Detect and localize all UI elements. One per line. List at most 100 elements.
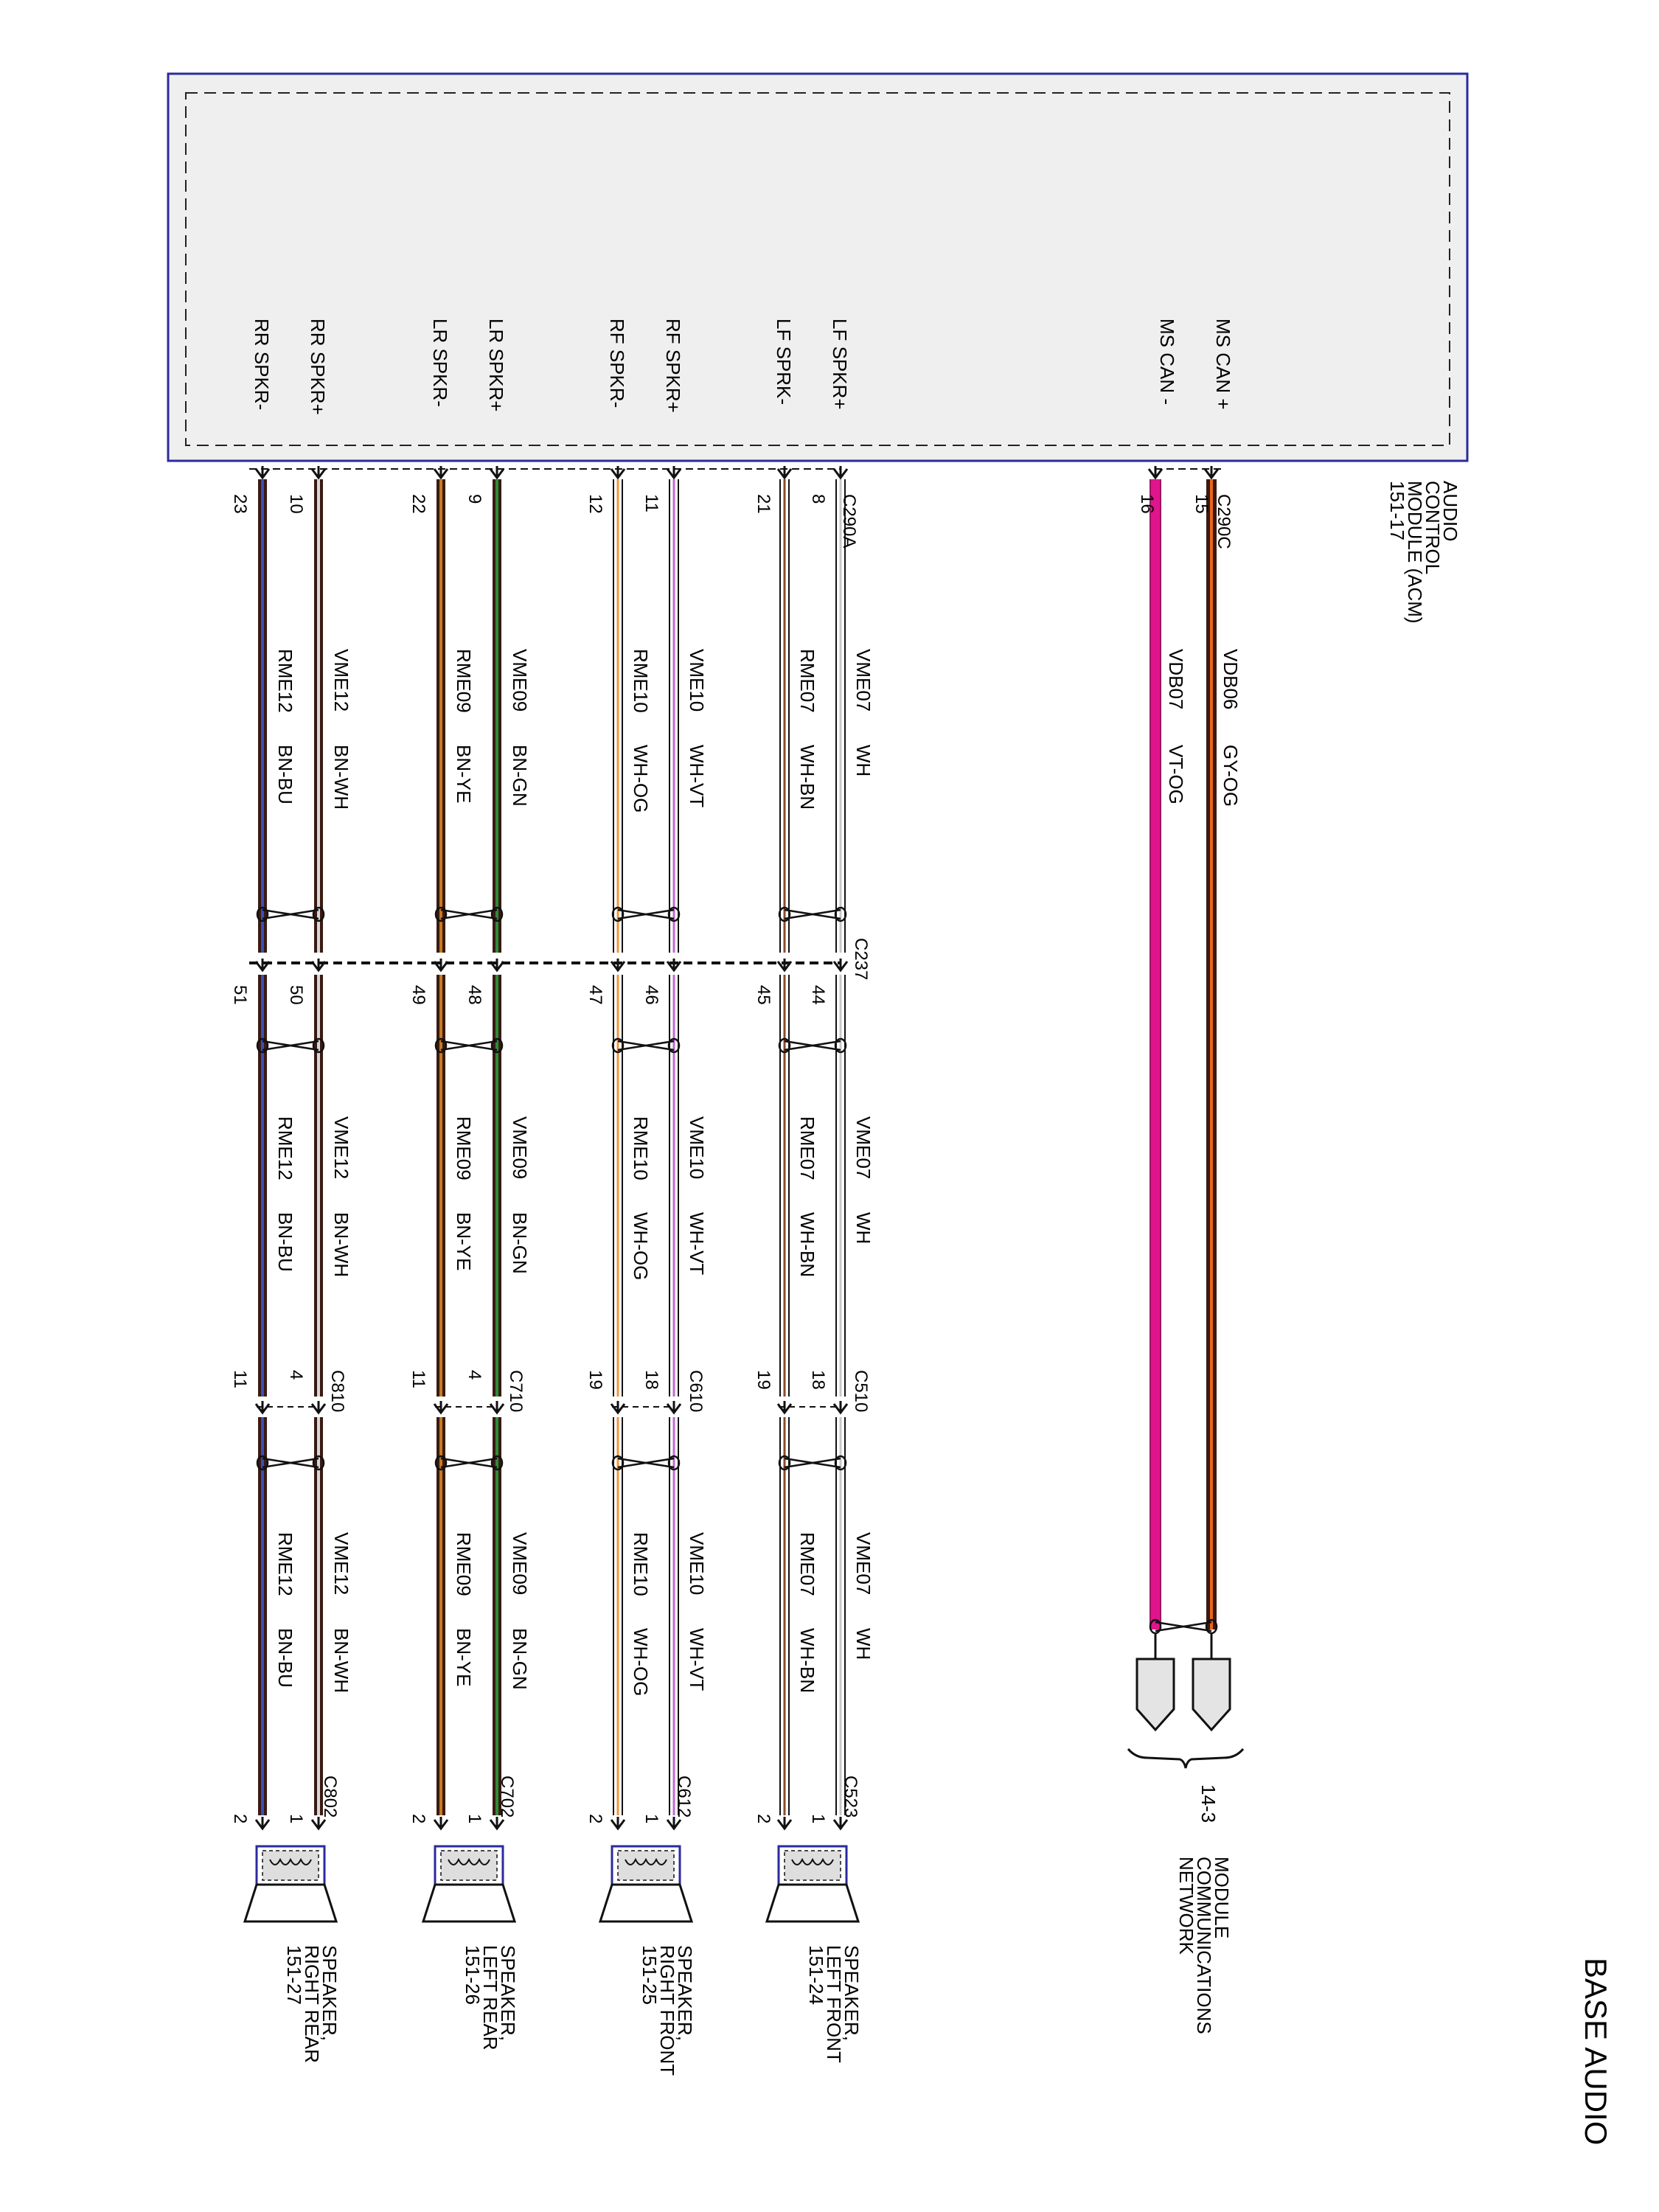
pin-label-lr-spkr-minus: LR SPKR- xyxy=(429,319,451,407)
lr-neg-color-2: BN-YE xyxy=(453,1212,475,1270)
lr-pos-circuit-1: VME09 xyxy=(509,649,531,712)
svg-text:VDB06: VDB06 xyxy=(1220,649,1242,709)
acm-pin-labels: MS CAN + MS CAN - LF SPKR+ LF SPRK- RF S… xyxy=(251,319,1234,415)
svg-text:2: 2 xyxy=(230,1814,250,1823)
svg-text:4: 4 xyxy=(286,1370,306,1380)
wires xyxy=(258,479,1217,1815)
twist-marker xyxy=(778,1037,847,1054)
svg-text:SPEAKER,: SPEAKER, xyxy=(841,1945,863,2041)
svg-text:1: 1 xyxy=(808,1814,828,1823)
pin-arrow xyxy=(254,1401,271,1415)
pin-numbers: 15 16 8 21 11 12 9 22 10 23 44 45 46 47 … xyxy=(230,494,1211,1823)
rf-neg-wire-seg-1 xyxy=(613,479,623,953)
rr-neg-wire-seg-1 xyxy=(258,479,267,953)
can-network-terminal xyxy=(1127,1658,1245,1769)
pin-arrow xyxy=(489,1817,505,1831)
lr-neg-circuit-2: RME09 xyxy=(453,1116,475,1180)
svg-text:RIGHT REAR: RIGHT REAR xyxy=(301,1945,323,2063)
lf-pos-circuit-1: VME07 xyxy=(852,649,874,712)
svg-text:48: 48 xyxy=(465,985,484,1005)
svg-text:45: 45 xyxy=(754,985,773,1005)
rr-neg-color-3: BN-BU xyxy=(274,1628,296,1688)
lr-neg-wire-seg-2 xyxy=(437,975,445,1397)
lf-pos-wire-seg-2 xyxy=(835,975,846,1397)
pin-arrow xyxy=(433,466,449,480)
svg-text:11: 11 xyxy=(408,1370,428,1388)
twist-marker xyxy=(611,1455,681,1471)
svg-text:2: 2 xyxy=(585,1814,605,1823)
svg-text:1: 1 xyxy=(286,1814,306,1823)
lf-neg-wire-seg-1 xyxy=(779,479,790,953)
twist-marker xyxy=(434,906,504,922)
rf-neg-circuit-3: RME10 xyxy=(630,1532,652,1596)
rf-pos-color-2: WH-VT xyxy=(686,1212,708,1275)
svg-text:11: 11 xyxy=(641,494,661,512)
speaker-rf xyxy=(598,1845,694,1923)
rf-pos-color-1: WH-VT xyxy=(686,745,708,807)
svg-text:23: 23 xyxy=(230,494,250,514)
svg-text:LEFT REAR: LEFT REAR xyxy=(479,1945,501,2051)
svg-text:12: 12 xyxy=(585,494,605,514)
pin-arrow xyxy=(776,1817,793,1831)
pin-arrow xyxy=(254,466,271,480)
svg-text:46: 46 xyxy=(641,985,661,1005)
can-low-wire xyxy=(1150,479,1161,1630)
pin-arrow xyxy=(776,1401,793,1415)
lf-neg-wire-seg-2 xyxy=(779,975,790,1397)
connector-c237: C237 xyxy=(851,938,871,980)
speaker-circuit-labels: VME07WHRME07WH-BNVME07WHRME07WH-BNVME07W… xyxy=(274,649,874,1696)
pin-arrow xyxy=(832,1401,849,1415)
svg-text:50: 50 xyxy=(286,985,306,1005)
lr-pos-color-3: BN-GN xyxy=(509,1628,531,1690)
lf-pos-color-3: WH xyxy=(852,1628,874,1660)
lf-neg-circuit-2: RME07 xyxy=(796,1116,818,1180)
lr-pos-color-1: BN-GN xyxy=(509,745,531,807)
lr-neg-circuit-3: RME09 xyxy=(453,1532,475,1596)
pin-arrow xyxy=(489,1401,505,1415)
pin-arrow xyxy=(489,466,505,480)
svg-text:21: 21 xyxy=(754,494,773,514)
can-high-wire xyxy=(1206,479,1217,1630)
twist-marker xyxy=(611,906,681,922)
svg-text:VT-OG: VT-OG xyxy=(1165,745,1187,804)
pin-arrow xyxy=(666,1401,682,1415)
twist-marker xyxy=(778,906,847,922)
rf-neg-circuit-1: RME10 xyxy=(630,649,652,713)
pin-arrow xyxy=(433,1401,449,1415)
lr-pos-circuit-2: VME09 xyxy=(509,1116,531,1179)
audio-control-module xyxy=(167,72,1469,462)
pin-arrow xyxy=(310,1817,327,1831)
rr-neg-circuit-3: RME12 xyxy=(274,1532,296,1596)
lr-pos-wire-seg-3 xyxy=(493,1417,501,1815)
twist-marker xyxy=(256,1455,325,1471)
pin-arrow xyxy=(610,466,626,480)
lf-pos-color-1: WH xyxy=(852,745,874,776)
svg-text:49: 49 xyxy=(408,985,428,1005)
rr-neg-color-2: BN-BU xyxy=(274,1212,296,1272)
svg-text:2: 2 xyxy=(754,1814,773,1823)
pin-arrow xyxy=(666,466,682,480)
svg-text:47: 47 xyxy=(585,985,605,1005)
connector-labels: C290C C290A C237 C510 C610 C710 C810 C52… xyxy=(320,494,1234,1818)
twist-marker xyxy=(778,1455,847,1471)
svg-text:SPEAKER,: SPEAKER, xyxy=(319,1945,341,2041)
rr-pos-wire-seg-2 xyxy=(314,975,323,1397)
lr-neg-color-1: BN-YE xyxy=(453,745,475,803)
svg-text:44: 44 xyxy=(808,985,828,1005)
rf-neg-wire-seg-2 xyxy=(613,975,623,1397)
svg-text:GY-OG: GY-OG xyxy=(1220,745,1242,807)
svg-text:151-26: 151-26 xyxy=(462,1945,484,2005)
connector-c510: C510 xyxy=(851,1370,871,1412)
rr-neg-color-1: BN-BU xyxy=(274,745,296,804)
pin-label-ms-can-minus: MS CAN - xyxy=(1156,319,1178,405)
svg-text:CONTROL: CONTROL xyxy=(1422,481,1444,574)
svg-text:4: 4 xyxy=(465,1370,484,1380)
rf-neg-color-1: WH-OG xyxy=(630,745,652,813)
speaker-lr xyxy=(421,1845,517,1923)
twist-marker xyxy=(256,906,325,922)
twist-marker xyxy=(611,1037,681,1054)
svg-text:51: 51 xyxy=(230,985,250,1005)
svg-text:NETWORK: NETWORK xyxy=(1175,1857,1197,1955)
lf-pos-wire-seg-3 xyxy=(835,1417,846,1815)
